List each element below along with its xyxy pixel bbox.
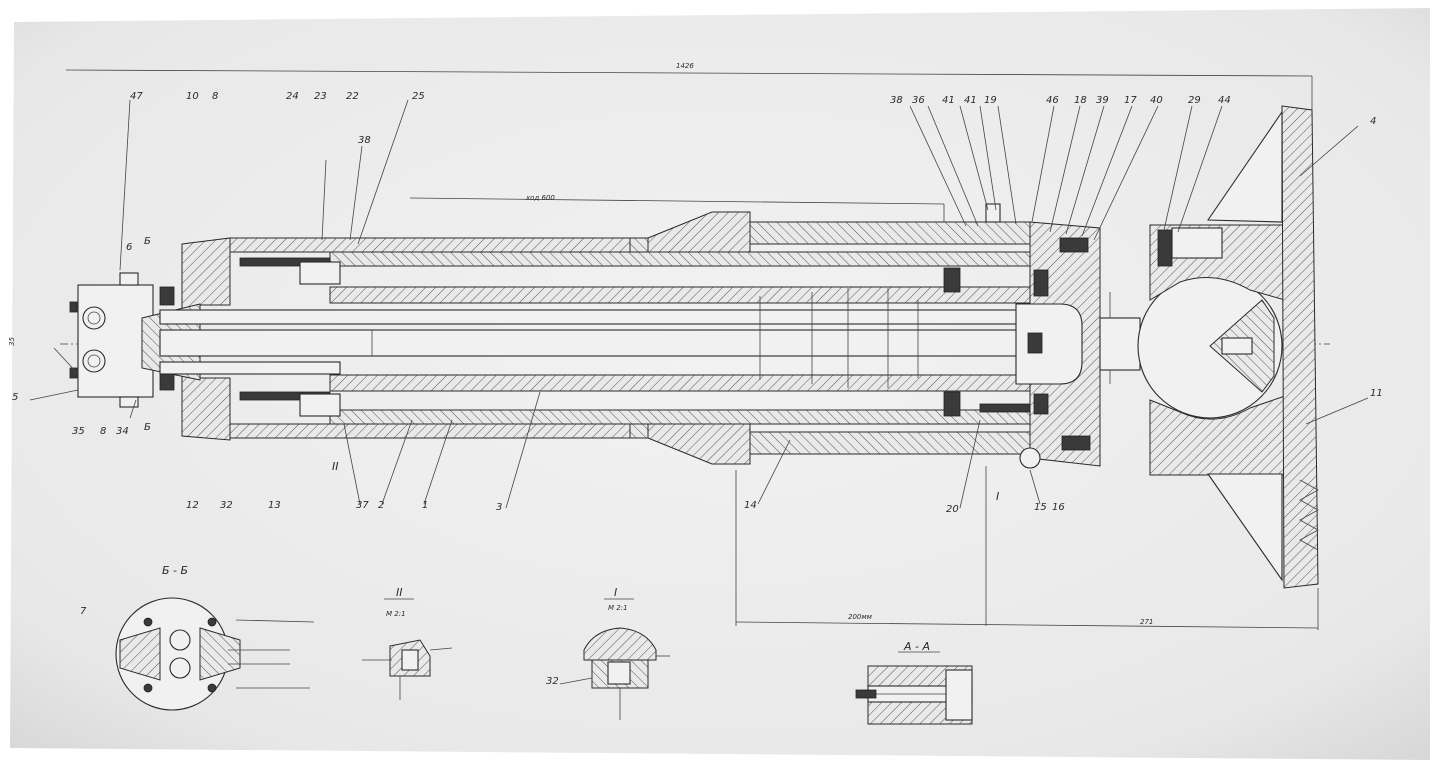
part-label: 47 — [130, 91, 143, 102]
section-bb-title: Б - Б — [162, 564, 188, 577]
part-label: 38 — [890, 95, 903, 106]
section-bb-ref: 7 — [80, 606, 87, 617]
part-label: 40 — [1150, 95, 1163, 106]
part-label: 4 — [1370, 116, 1376, 127]
section-aa-title: А - А — [903, 640, 930, 653]
part-label: 11 — [1370, 388, 1383, 399]
part-label: 16 — [1052, 502, 1065, 513]
part-label: 44 — [1218, 95, 1231, 106]
part-label: 20 — [946, 504, 959, 515]
detail-callout: I — [996, 490, 999, 503]
part-label: 8 — [212, 91, 218, 102]
part-label: 35 — [8, 337, 16, 346]
part-label: 13 — [268, 500, 281, 511]
detail-ii-title: II — [396, 586, 403, 599]
part-label: 32 — [220, 500, 233, 511]
left-seals — [239, 257, 341, 417]
bottom-right-dimension: 271 — [1140, 618, 1153, 626]
valve-block — [77, 284, 154, 398]
left-part-labels: 6 Б 35 5 35 8 34 Б — [8, 236, 151, 437]
part-label: 38 — [358, 135, 371, 146]
detail-callout: II — [332, 460, 339, 473]
part-label: 6 — [126, 242, 132, 253]
bottom-left-dimension: 200мм — [848, 613, 873, 621]
middle-tube-top — [329, 251, 1091, 267]
detail-i-view: I М 2:1 32 — [546, 586, 670, 720]
detail-i-ref: 32 — [546, 676, 559, 687]
inner-tube-top — [329, 286, 1051, 304]
part-label: 41 — [964, 95, 977, 106]
detail-i-scale: М 2:1 — [608, 604, 628, 612]
section-mark: Б — [144, 236, 151, 247]
part-label: 35 — [72, 426, 85, 437]
section-mark: Б — [144, 422, 151, 433]
bottom-dimension: 200мм 271 — [735, 466, 1319, 630]
part-label: 39 — [1096, 95, 1109, 106]
part-label: 5 — [12, 392, 18, 403]
middle-tube-bottom — [329, 409, 1091, 425]
part-label: 18 — [1074, 95, 1087, 106]
part-label: 12 — [186, 500, 199, 511]
part-label: 24 — [286, 91, 299, 102]
outer-barrel-bottom — [229, 423, 631, 439]
part-label: 14 — [744, 500, 757, 511]
bottom-leaders — [29, 347, 1041, 509]
part-label: 3 — [496, 502, 502, 513]
part-label: 1 — [422, 500, 428, 511]
inner-tube-bottom — [329, 374, 1051, 392]
detail-ii-scale: М 2:1 — [386, 610, 406, 618]
outer-barrel-top — [229, 237, 631, 253]
part-label: 34 — [116, 426, 129, 437]
part-label: 19 — [984, 95, 997, 106]
top-part-labels: 47 10 8 24 23 22 25 38 38 36 41 41 19 46… — [130, 91, 1376, 146]
part-label: 46 — [1046, 95, 1059, 106]
part-label: 25 — [412, 91, 425, 102]
part-label: 2 — [378, 500, 384, 511]
cylinder-assembly: ход 600 — [60, 194, 1330, 469]
section-aa-view: А - А — [855, 640, 973, 725]
bottom-part-labels: II 12 32 13 37 2 1 3 14 20 I 15 16 11 — [186, 388, 1383, 515]
part-label: 29 — [1188, 95, 1201, 106]
part-label: 23 — [314, 91, 327, 102]
part-label: 22 — [346, 91, 359, 102]
piston-rod — [159, 329, 1041, 357]
part-label: 41 — [942, 95, 955, 106]
part-label: 36 — [912, 95, 925, 106]
stroke-dimension-label: ход 600 — [525, 194, 555, 202]
overall-dimension-label: 1426 — [676, 62, 694, 70]
section-bb-view: Б - Б 7 — [80, 564, 315, 711]
mounting-plate — [1281, 105, 1319, 589]
detail-i-title: I — [614, 586, 617, 599]
part-label: 15 — [1034, 502, 1047, 513]
ball-joint-mount — [1099, 105, 1319, 589]
detail-ii-view: II М 2:1 — [362, 586, 453, 700]
part-label: 8 — [100, 426, 106, 437]
top-leaders — [119, 99, 1369, 425]
part-label: 37 — [356, 500, 369, 511]
part-label: 17 — [1124, 95, 1137, 106]
part-label: 10 — [186, 91, 199, 102]
